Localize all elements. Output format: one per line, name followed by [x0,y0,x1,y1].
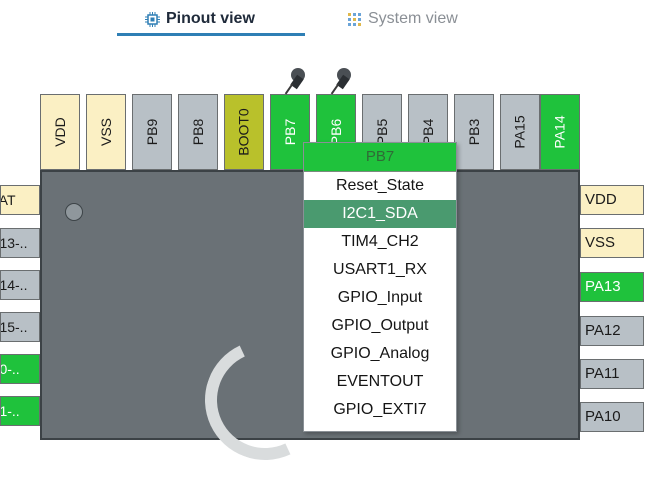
left-pin-vbat[interactable]: VBAT [0,185,40,215]
menu-item-usart1-rx[interactable]: USART1_RX [333,261,427,278]
tab-system-view[interactable]: System view [347,8,458,30]
pin-label: PA13 [585,278,621,295]
right-pin-pa11[interactable]: PA11 [580,359,644,389]
right-pin-pa10[interactable]: PA10 [580,402,644,432]
menu-title: PB7 [304,143,456,172]
grid-icon [347,12,362,27]
right-pin-pa12[interactable]: PA12 [580,316,644,346]
right-pin-pa13[interactable]: PA13 [580,272,644,302]
tab-pinout-label: Pinout view [166,10,255,27]
pin-label: PC13-.. [0,235,28,251]
pin-label: VSS [585,234,616,251]
pin-label: PD0-.. [0,361,20,377]
active-tab-indicator [117,33,305,36]
pin-label: PA12 [585,322,621,339]
right-pin-vdd[interactable]: VDD [580,185,644,215]
top-pin-vdd[interactable]: VDD [40,94,80,170]
menu-item-i2c1-sda[interactable]: I2C1_SDA [304,200,456,228]
pin-function-menu: PB7 Reset_State I2C1_SDA TIM4_CH2 USART1… [303,142,457,432]
pushpin-icon [330,68,352,96]
menu-item-tim4-ch2[interactable]: TIM4_CH2 [341,233,419,250]
pin-label: PB9 [144,118,160,146]
top-pin-pb8[interactable]: PB8 [178,94,218,170]
menu-item-gpio-analog[interactable]: GPIO_Analog [330,345,430,362]
pin-label: PD1-.. [0,403,20,419]
left-pin-pd1[interactable]: PD1-.. [0,396,40,426]
pushpin-icon [284,68,306,96]
pin-label: PA11 [585,365,620,382]
pin-label: VBAT [0,192,16,208]
pin-label: PA10 [585,408,621,425]
top-pin-pa15[interactable]: PA15 [500,94,540,170]
top-pin-pb3[interactable]: PB3 [454,94,494,170]
menu-item-eventout[interactable]: EVENTOUT [336,373,424,390]
pin-label: PC14-.. [0,277,28,293]
pin-label: PA14 [552,115,568,149]
pin-label: PB7 [282,118,298,146]
menu-item-reset-state[interactable]: Reset_State [335,177,425,194]
tab-system-label: System view [368,10,458,27]
left-pin-pd0[interactable]: PD0-.. [0,354,40,384]
menu-item-gpio-output[interactable]: GPIO_Output [331,317,429,334]
tab-pinout-view[interactable]: Pinout view [145,8,255,30]
pin-label: PC15-.. [0,319,28,335]
top-pin-boot0[interactable]: BOOT0 [224,94,264,170]
pin-label: BOOT0 [236,108,252,156]
right-pin-vss[interactable]: VSS [580,228,644,258]
pin-label: PA15 [512,115,528,149]
pin-label: VSS [97,117,114,147]
pin1-marker [65,203,83,221]
chip-icon [145,11,160,27]
pin-label: VDD [52,117,68,147]
top-pin-vss[interactable]: VSS [86,94,126,170]
pin-label: VDD [585,191,617,208]
top-pin-pb9[interactable]: PB9 [132,94,172,170]
left-pin-pc14[interactable]: PC14-.. [0,270,40,300]
menu-item-gpio-input[interactable]: GPIO_Input [337,289,423,306]
left-pin-pc13[interactable]: PC13-.. [0,228,40,258]
left-pin-pc15[interactable]: PC15-.. [0,312,40,342]
pin-label: PB8 [190,118,206,146]
menu-item-gpio-exti7[interactable]: GPIO_EXTI7 [333,401,427,418]
top-pin-pa14[interactable]: PA14 [540,94,580,170]
pin-label: PB3 [466,118,482,146]
